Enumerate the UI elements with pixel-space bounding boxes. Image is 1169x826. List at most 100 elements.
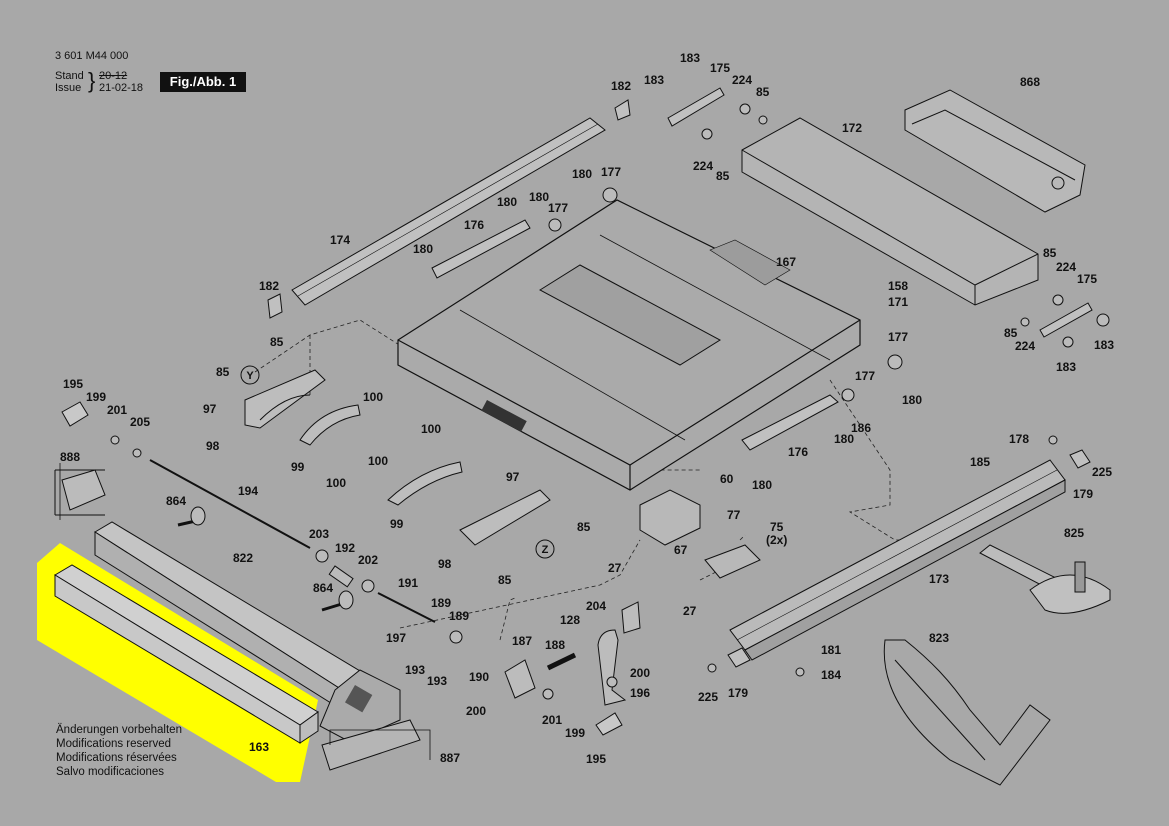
part-67-bracket	[704, 544, 761, 579]
footer-line: Modifications reserved	[56, 738, 172, 750]
part-174-rail	[291, 117, 606, 306]
label-199: 199	[86, 390, 106, 404]
label-204: 204	[586, 599, 606, 613]
label-822: 822	[233, 551, 253, 565]
part-188-pin	[546, 652, 577, 671]
figure-label: Fig./Abb. 1	[160, 72, 246, 92]
label-197: 197	[386, 631, 406, 645]
label-191: 191	[398, 576, 418, 590]
label-864: 864	[166, 494, 186, 508]
part-194-rod	[149, 459, 311, 549]
footer-line: Änderungen vorbehalten	[56, 724, 182, 736]
label-186: 186	[851, 421, 871, 435]
part-176-rail-lower	[741, 394, 839, 451]
part-192-shaft	[328, 565, 354, 588]
label-174: 174	[330, 233, 350, 247]
stand-label: Stand	[55, 70, 84, 82]
label-225: 225	[1092, 465, 1112, 479]
label-224: 224	[693, 159, 713, 173]
label-200: 200	[466, 704, 486, 718]
label-180: 180	[413, 242, 433, 256]
label-201: 201	[542, 713, 562, 727]
label-60: 60	[720, 472, 734, 486]
label-868: 868	[1020, 75, 1040, 89]
part-196-lever	[597, 629, 627, 706]
label-181: 181	[821, 643, 841, 657]
label-176: 176	[788, 445, 808, 459]
part-179-clip-b	[727, 647, 751, 668]
label-179: 179	[1073, 487, 1093, 501]
label-100: 100	[368, 454, 388, 468]
label-175: 175	[710, 61, 730, 75]
label-224: 224	[1056, 260, 1076, 274]
label-864: 864	[313, 581, 333, 595]
label-183: 183	[644, 73, 664, 87]
label-196: 196	[630, 686, 650, 700]
part-195-tab-a	[61, 401, 89, 427]
part-167-table	[397, 199, 861, 491]
label-75: 75	[770, 520, 784, 534]
label-195: 195	[586, 752, 606, 766]
part-182-clip-a	[614, 99, 631, 121]
part-864-knob-a	[177, 506, 206, 527]
label-85: 85	[1004, 326, 1018, 340]
brace: }	[88, 68, 96, 93]
label-172: 172	[842, 121, 862, 135]
part-176-rail-upper	[431, 219, 531, 279]
label-205: 205	[130, 415, 150, 429]
label-183: 183	[1056, 360, 1076, 374]
label-184: 184	[821, 668, 841, 682]
label-100: 100	[421, 422, 441, 436]
label-180: 180	[902, 393, 922, 407]
label-27: 27	[608, 561, 622, 575]
label-180: 180	[834, 432, 854, 446]
label-85: 85	[498, 573, 512, 587]
label-183: 183	[1094, 338, 1114, 352]
label-77: 77	[727, 508, 741, 522]
part-163-fence-face	[54, 564, 319, 744]
part-labels: 183 175 224 85 182 183 868 172 224 85 18…	[60, 51, 1114, 766]
label-193: 193	[427, 674, 447, 688]
label-178: 178	[1009, 432, 1029, 446]
part-825-miter-gauge	[979, 544, 1111, 614]
label-85: 85	[216, 365, 230, 379]
label-199: 199	[565, 726, 585, 740]
label-173: 173	[929, 572, 949, 586]
label-888: 888	[60, 450, 80, 464]
part-182-clip-b	[267, 293, 283, 319]
label-203: 203	[309, 527, 329, 541]
label-823: 823	[929, 631, 949, 645]
label-163: 163	[249, 740, 269, 754]
fence-clamp-head	[319, 669, 401, 743]
label-225: 225	[698, 690, 718, 704]
group-brackets	[59, 463, 431, 760]
label-180: 180	[529, 190, 549, 204]
label-98: 98	[206, 439, 220, 453]
label-177: 177	[855, 369, 875, 383]
part-97-trunnion-a	[244, 369, 326, 429]
label-171: 171	[888, 295, 908, 309]
label-202: 202	[358, 553, 378, 567]
label-98: 98	[438, 557, 452, 571]
label-192: 192	[335, 541, 355, 555]
part-888-bracket	[54, 469, 106, 516]
label-85: 85	[756, 85, 770, 99]
part-175-bracket-a	[667, 87, 725, 127]
part-191-rod	[377, 592, 436, 623]
part-195-tab-b	[595, 712, 623, 736]
part-187-bracket	[504, 659, 536, 699]
label-97: 97	[203, 402, 217, 416]
issue-label: Issue	[55, 82, 82, 94]
issue-value: 21-02-18	[99, 82, 144, 94]
part-823-blade-guard	[883, 639, 1051, 786]
label-193: 193	[405, 663, 425, 677]
label-180: 180	[497, 195, 517, 209]
part-204-bracket	[621, 601, 641, 634]
small-fasteners	[110, 103, 1110, 700]
label-177: 177	[601, 165, 621, 179]
part-864-knob-b	[321, 590, 354, 612]
label-85: 85	[270, 335, 284, 349]
part-99-trunnion-a	[299, 404, 361, 446]
label-194: 194	[238, 484, 258, 498]
